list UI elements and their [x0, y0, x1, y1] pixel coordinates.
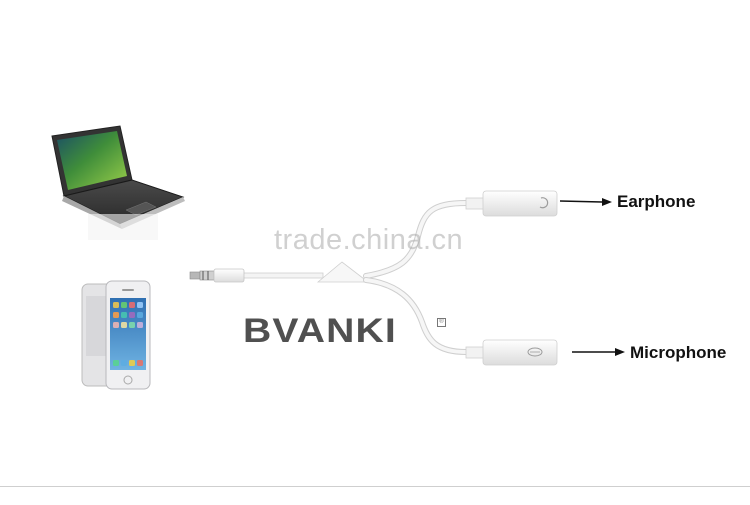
splitter-cable	[189, 190, 558, 366]
registered-mark: ®	[437, 318, 446, 327]
right-arrow-icon	[572, 348, 625, 356]
brand-logo: BVANKI	[243, 312, 397, 350]
smartphone-icon	[81, 280, 151, 390]
right-arrow-icon	[559, 198, 612, 206]
earphone-label: Earphone	[617, 192, 696, 211]
laptop-icon	[51, 125, 185, 240]
watermark-text: trade.china.cn	[274, 224, 464, 256]
microphone-label: Microphone	[630, 343, 727, 362]
divider	[0, 486, 750, 487]
